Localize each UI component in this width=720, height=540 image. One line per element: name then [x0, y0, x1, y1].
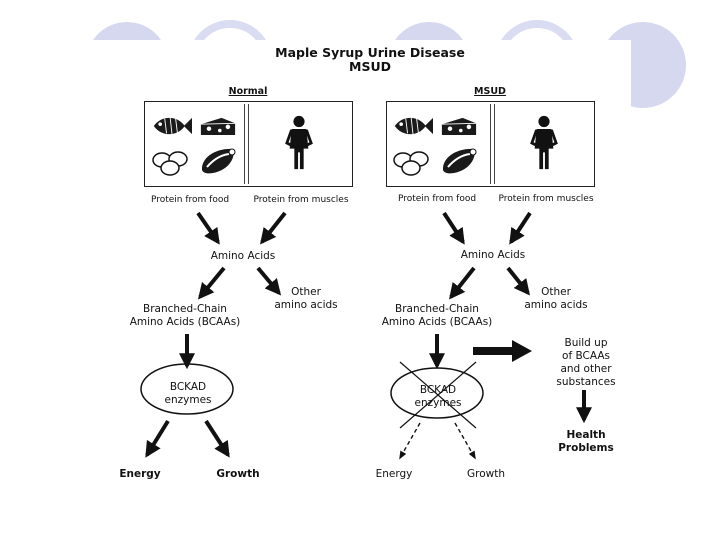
text-line: enzymes: [414, 397, 462, 409]
arrow: [196, 211, 220, 245]
arrow: [145, 419, 170, 458]
meat-icon: [441, 147, 477, 174]
eggs-icon: [393, 151, 429, 176]
panel-divider: [490, 104, 491, 184]
text-line: Other: [291, 286, 321, 298]
arrow: [260, 211, 287, 245]
dashed-arrow: [399, 422, 421, 460]
msud-caption-food: Protein from food: [397, 194, 477, 204]
text-line: BCKAD: [169, 381, 207, 393]
normal-growth: Growth: [216, 468, 260, 480]
eggs-icon: [152, 151, 188, 176]
msud-enzyme-ellipse: [390, 367, 484, 419]
arrow: [204, 419, 230, 458]
buildup-arrow: [473, 340, 532, 362]
normal-enzyme-ellipse: [140, 363, 234, 415]
msud-other-amino-acids: Other amino acids: [518, 286, 594, 312]
cheese-icon: [441, 117, 477, 136]
title-line-2: MSUD: [349, 59, 391, 74]
fish-icon: [153, 117, 192, 135]
normal-bcaa: Branched-Chain Amino Acids (BCAAs): [122, 303, 248, 329]
arrow: [509, 211, 532, 245]
text-line: Amino Acids (BCAAs): [381, 316, 493, 328]
fish-icon: [394, 117, 433, 135]
msud-buildup: Build up of BCAAs and other substances: [548, 337, 624, 389]
meat-icon: [200, 147, 236, 174]
arrow: [442, 211, 465, 245]
text-line: Problems: [558, 442, 614, 454]
text-line: and other: [560, 363, 612, 375]
text-line: amino acids: [524, 299, 588, 311]
normal-caption-muscles: Protein from muscles: [253, 195, 349, 205]
msud-panel: [386, 101, 595, 187]
msud-health-problems: Health Problems: [552, 429, 620, 455]
normal-heading: Normal: [228, 86, 268, 97]
text-line: Branched-Chain: [395, 303, 479, 315]
normal-enzyme: BCKAD enzymes: [148, 381, 228, 407]
text-line: Amino Acids (BCAAs): [129, 316, 241, 328]
msud-growth: Growth: [466, 468, 505, 480]
cross-out-icon: [399, 361, 477, 429]
text-line: Build up: [564, 337, 608, 349]
normal-amino-acids: Amino Acids: [210, 250, 276, 262]
text-line: of BCAAs: [562, 350, 610, 362]
person-icon: [530, 114, 558, 171]
msud-bcaa: Branched-Chain Amino Acids (BCAAs): [374, 303, 500, 329]
title-line-1: Maple Syrup Urine Disease: [275, 45, 465, 60]
arrow: [506, 266, 530, 296]
msud-caption-muscles: Protein from muscles: [498, 194, 594, 204]
arrow: [449, 266, 476, 300]
normal-caption-food: Protein from food: [150, 195, 230, 205]
text-line: substances: [556, 376, 616, 388]
arrow: [256, 266, 282, 296]
normal-other-amino-acids: Other amino acids: [268, 286, 344, 312]
panel-divider: [248, 104, 249, 184]
person-icon: [285, 114, 313, 171]
text-line: amino acids: [274, 299, 338, 311]
msud-heading: MSUD: [474, 86, 506, 97]
text-line: enzymes: [164, 394, 212, 406]
cheese-icon: [200, 117, 236, 136]
text-line: Other: [541, 286, 571, 298]
dashed-arrow: [454, 422, 476, 460]
diagram-title: Maple Syrup Urine Disease MSUD: [260, 46, 480, 74]
text-line: Branched-Chain: [143, 303, 227, 315]
normal-energy: Energy: [119, 468, 161, 480]
msud-amino-acids: Amino Acids: [460, 249, 526, 261]
normal-panel: [144, 101, 353, 187]
panel-divider: [244, 104, 245, 184]
panel-divider: [494, 104, 495, 184]
msud-energy: Energy: [375, 468, 413, 480]
arrow: [197, 266, 226, 300]
text-line: Health: [566, 429, 606, 441]
